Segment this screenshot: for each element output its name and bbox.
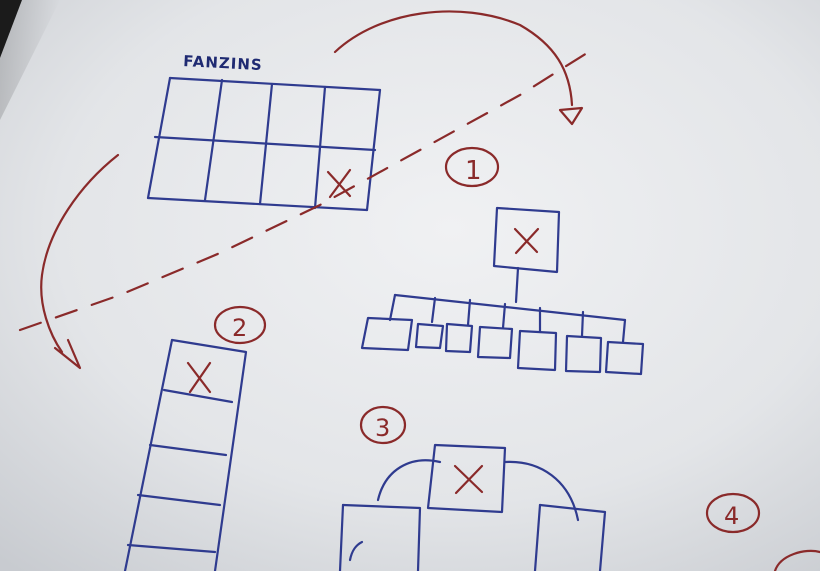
- step-1-circle: [444, 146, 500, 188]
- arrow-left-curve: [40, 153, 120, 354]
- stack-x-mark: [186, 361, 212, 394]
- tree-leaf-boxes: [360, 316, 645, 376]
- fanzine-x-mark: [326, 168, 352, 199]
- arrow-top-curve: [333, 10, 574, 107]
- step-4-label: 4: [724, 502, 739, 530]
- step-2-label: 2: [232, 314, 247, 342]
- arrow-left-head: [53, 338, 82, 370]
- paper-edge-shadow: [0, 0, 60, 120]
- fanzine-label: FANZINS: [183, 52, 263, 74]
- tree-branches: [388, 266, 627, 344]
- linked-x-mark: [453, 464, 484, 495]
- arrow-top-head: [558, 106, 584, 126]
- step-1-label: 1: [465, 156, 482, 186]
- step-2-circle: [213, 305, 267, 345]
- step-5-circle-partial: [773, 549, 820, 571]
- tree-root-box: [492, 206, 561, 274]
- step-3-circle: [359, 405, 407, 445]
- linked-boxes: [338, 443, 607, 571]
- tree-root-x: [513, 227, 540, 255]
- step-3-label: 3: [375, 414, 390, 442]
- stack-column: [123, 338, 248, 571]
- step-4-circle: [705, 492, 761, 534]
- fanzine-grid: [146, 76, 382, 212]
- dashed-divider: [18, 46, 597, 332]
